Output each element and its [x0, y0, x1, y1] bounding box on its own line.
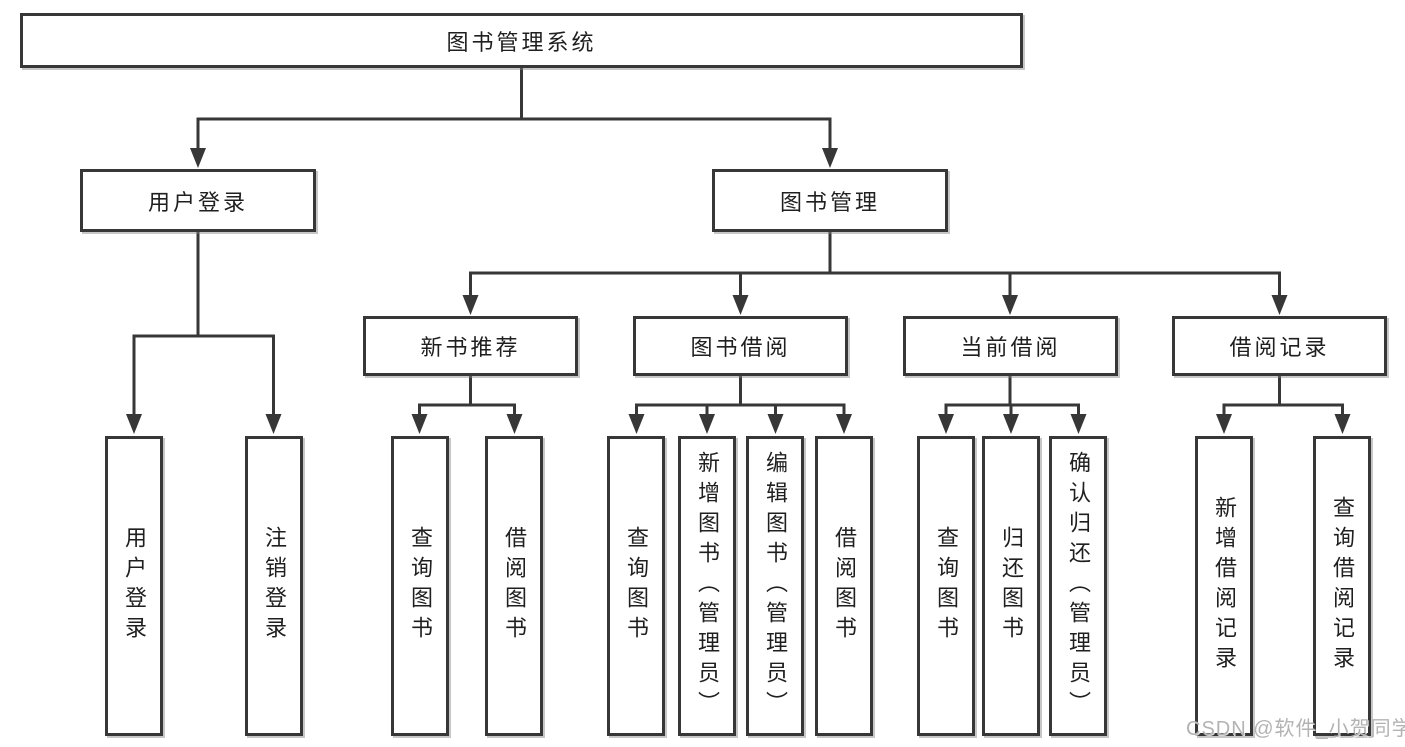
leaf-cb-confirm-return-admin: 确认归还（管理员）	[1049, 436, 1107, 736]
leaf-bb-query-book-label: 查询图书	[624, 526, 649, 646]
arrow-nb-borrow	[506, 414, 523, 434]
node-new-book-recommend: 新书推荐	[363, 316, 578, 376]
arrow-cb-return	[1003, 414, 1019, 434]
leaf-cb-return-book: 归还图书	[982, 436, 1040, 736]
connector-lines	[132, 66, 1344, 418]
connector-user-login-split	[132, 334, 275, 418]
leaf-user-login: 用户登录	[105, 436, 163, 736]
arrow-book-mgmt	[822, 148, 838, 168]
leaf-logout-label: 注销登录	[262, 526, 287, 646]
connector-level3-split	[469, 271, 1281, 298]
arrow-bb-add	[699, 414, 715, 434]
arrowheads	[126, 148, 1351, 434]
leaf-br-add-record: 新增借阅记录	[1195, 436, 1253, 736]
leaf-nb-borrow-book-label: 借阅图书	[502, 526, 527, 646]
arrow-user-login	[190, 148, 206, 168]
leaf-bb-edit-book-admin-label: 编辑图书（管理员）	[763, 451, 788, 721]
connector-new-book-split	[418, 403, 516, 418]
csdn-watermark: CSDN @软件_小贺同学	[1186, 718, 1405, 740]
leaf-bb-edit-book-admin: 编辑图书（管理员）	[746, 436, 804, 736]
leaf-logout: 注销登录	[245, 436, 303, 736]
arrow-borrow-record	[1271, 295, 1288, 315]
arrow-book-borrow	[732, 295, 749, 315]
connector-borrow-record-split	[1222, 403, 1344, 418]
arrow-br-add	[1216, 414, 1232, 434]
arrow-current-borrow	[1002, 295, 1018, 315]
arrow-bb-borrow	[836, 414, 852, 434]
leaf-nb-borrow-book: 借阅图书	[485, 436, 543, 736]
leaf-cb-confirm-return-admin-label: 确认归还（管理员）	[1066, 451, 1091, 721]
arrow-cb-confirm	[1070, 414, 1087, 434]
leaf-bb-add-book-admin: 新增图书（管理员）	[678, 436, 736, 736]
leaf-bb-query-book: 查询图书	[607, 436, 665, 736]
leaf-cb-query-book-label: 查询图书	[934, 526, 959, 646]
arrow-cb-query	[938, 414, 954, 434]
arrow-leaf-login	[126, 414, 142, 434]
leaf-br-query-record-label: 查询借阅记录	[1330, 496, 1355, 676]
leaf-nb-query-book-label: 查询图书	[408, 526, 433, 646]
leaf-nb-query-book: 查询图书	[391, 436, 449, 736]
arrow-leaf-logout	[265, 414, 282, 434]
arrow-br-query	[1334, 414, 1351, 434]
connector-level2-split	[196, 117, 832, 150]
leaf-bb-borrow-book: 借阅图书	[815, 436, 873, 736]
arrow-bb-edit	[767, 414, 784, 434]
connector-book-borrow-split	[635, 403, 846, 418]
leaf-cb-return-book-label: 归还图书	[999, 526, 1024, 646]
leaf-br-add-record-label: 新增借阅记录	[1212, 496, 1237, 676]
node-root: 图书管理系统	[20, 13, 1023, 68]
leaf-bb-add-book-admin-label: 新增图书（管理员）	[695, 451, 720, 721]
arrow-nb-query	[411, 414, 428, 434]
leaf-cb-query-book: 查询图书	[917, 436, 975, 736]
node-book-management: 图书管理	[712, 169, 948, 232]
leaf-br-query-record: 查询借阅记录	[1313, 436, 1371, 736]
node-current-borrow: 当前借阅	[903, 316, 1118, 376]
node-user-login: 用户登录	[80, 169, 316, 232]
arrow-new-book	[462, 295, 479, 315]
node-book-borrow: 图书借阅	[633, 316, 848, 376]
node-borrow-records: 借阅记录	[1172, 316, 1387, 376]
leaf-user-login-label: 用户登录	[122, 526, 147, 646]
leaf-bb-borrow-book-label: 借阅图书	[832, 526, 857, 646]
arrow-bb-query	[628, 414, 645, 434]
